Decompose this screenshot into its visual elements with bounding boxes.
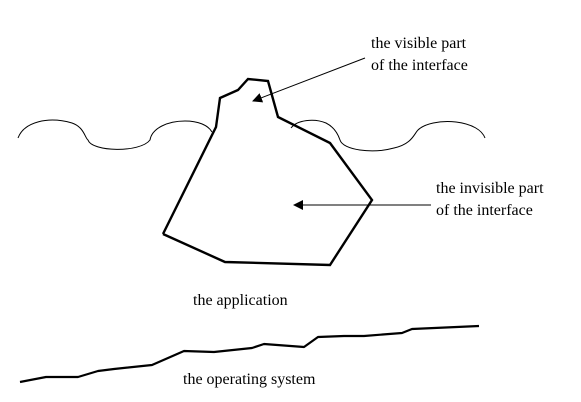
application-label: the application — [193, 292, 288, 309]
wave-right — [290, 119, 486, 152]
visible-part-arrow — [252, 57, 366, 103]
invisible-part-label-line-2: of the interface — [436, 202, 533, 219]
invisible-part-label-line-1: the invisible part — [436, 180, 544, 197]
visible-part-label-line-2: of the interface — [371, 57, 468, 74]
invisible-part-label: the invisible part of the interface — [436, 178, 544, 222]
wave-left — [17, 119, 213, 150]
operating-system-label: the operating system — [183, 371, 316, 388]
water-surface-waves — [17, 119, 486, 152]
visible-part-label-line-1: the visible part — [371, 35, 467, 52]
operating-system-line — [19, 324, 480, 384]
iceberg-outline — [161, 77, 374, 267]
visible-part-label: the visible part of the interface — [371, 33, 468, 77]
